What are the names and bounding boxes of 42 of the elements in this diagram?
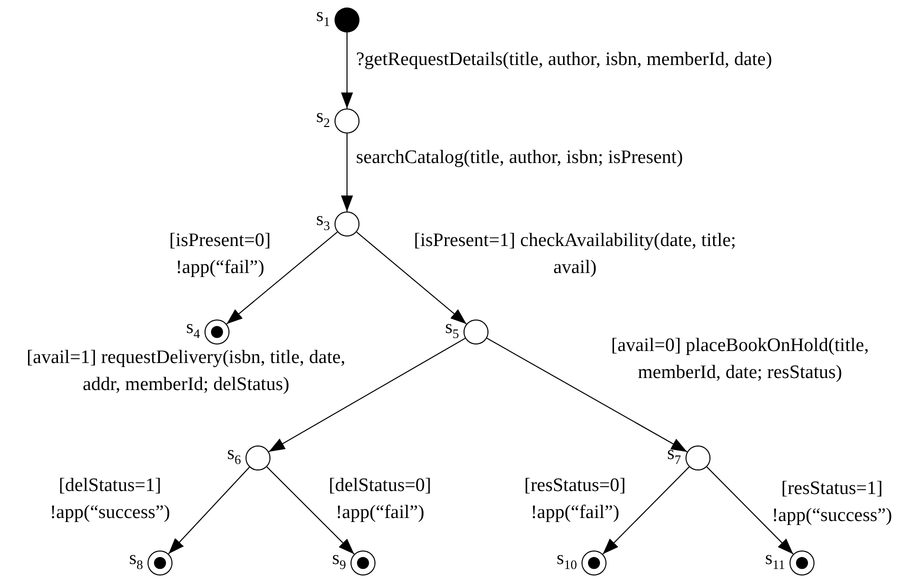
final-state xyxy=(203,318,231,346)
edge-label: [delStatus=1] !app(“success”) xyxy=(48,474,172,525)
edge-label: [resStatus=1] !app(“success”) xyxy=(770,477,894,528)
transition-arrow xyxy=(706,466,794,555)
transition-arrow xyxy=(168,466,250,554)
state-circle xyxy=(684,444,712,472)
state-label: s$_{11}$ xyxy=(765,549,785,571)
state-circle xyxy=(333,210,361,238)
transition-arrow xyxy=(266,466,355,555)
transition-arrow xyxy=(226,232,338,324)
state-circle xyxy=(462,318,490,346)
state-label: s$_{1}$ xyxy=(316,6,330,28)
state-label: s$_{4}$ xyxy=(186,318,200,340)
state-label: s$_{3}$ xyxy=(316,210,330,232)
final-state xyxy=(349,549,377,577)
initial-state xyxy=(333,6,361,34)
edge-label: [avail=1] requestDelivery(isbn, title, date, addr, memberId; delStatus) xyxy=(26,346,346,397)
final-state xyxy=(580,549,608,577)
state-label: s$_{6}$ xyxy=(227,444,241,466)
final-state xyxy=(788,549,816,577)
state-label: s$_{9}$ xyxy=(332,549,346,571)
state-circle xyxy=(244,444,272,472)
transition-arrow xyxy=(602,466,690,555)
state-label: s$_{5}$ xyxy=(445,318,459,340)
edge-label: [resStatus=0] !app(“fail”) xyxy=(523,474,627,525)
state-label: s$_{2}$ xyxy=(316,107,330,129)
final-state xyxy=(146,549,174,577)
transition-arrow xyxy=(341,133,353,212)
transition-arrow xyxy=(356,232,467,324)
state-label: s$_{8}$ xyxy=(129,549,143,571)
edge-label: [avail=0] placeBookOnHold(title, memberId, date; resStatus) xyxy=(610,334,870,385)
edge-label: searchCatalog(title, author, isbn; isPresent) xyxy=(356,146,684,170)
edge-label: [isPresent=1] checkAvailability(date, title; avail) xyxy=(412,229,738,280)
state-circle xyxy=(333,107,361,135)
state-label: s$_{10}$ xyxy=(556,549,577,571)
transition-arrow xyxy=(341,32,353,109)
edge-label: [delStatus=0] !app(“fail”) xyxy=(328,474,432,525)
transition-arrow xyxy=(486,338,688,452)
transition-arrow xyxy=(268,338,466,452)
edge-label: [isPresent=0] !app(“fail”) xyxy=(168,229,272,280)
state-label: s$_{7}$ xyxy=(667,444,681,466)
edge-label: ?getRequestDetails(title, author, isbn, memberId, date) xyxy=(356,48,774,72)
